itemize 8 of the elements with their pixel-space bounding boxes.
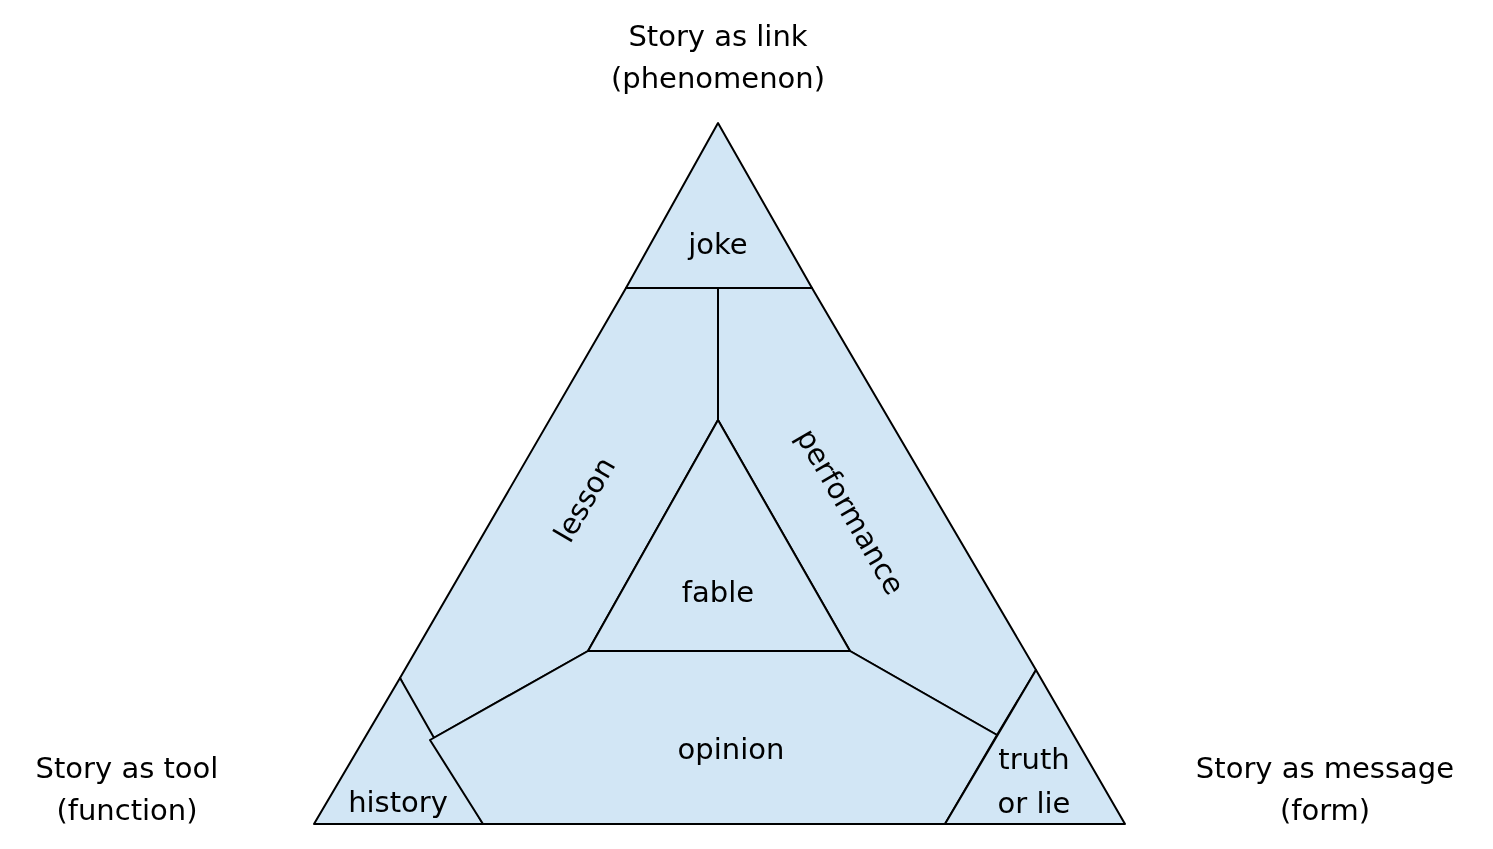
segment-label: fable [681, 574, 755, 612]
segment-label: history [348, 784, 448, 822]
corner-label: Story as tool (function) [34, 749, 220, 829]
segment-label: joke [688, 226, 748, 264]
segment-label: truth or lie [996, 740, 1072, 821]
corner-label: Story as link (phenomenon) [610, 17, 826, 97]
corner-label: Story as message (form) [1194, 749, 1456, 829]
segment-label: opinion [677, 731, 785, 769]
